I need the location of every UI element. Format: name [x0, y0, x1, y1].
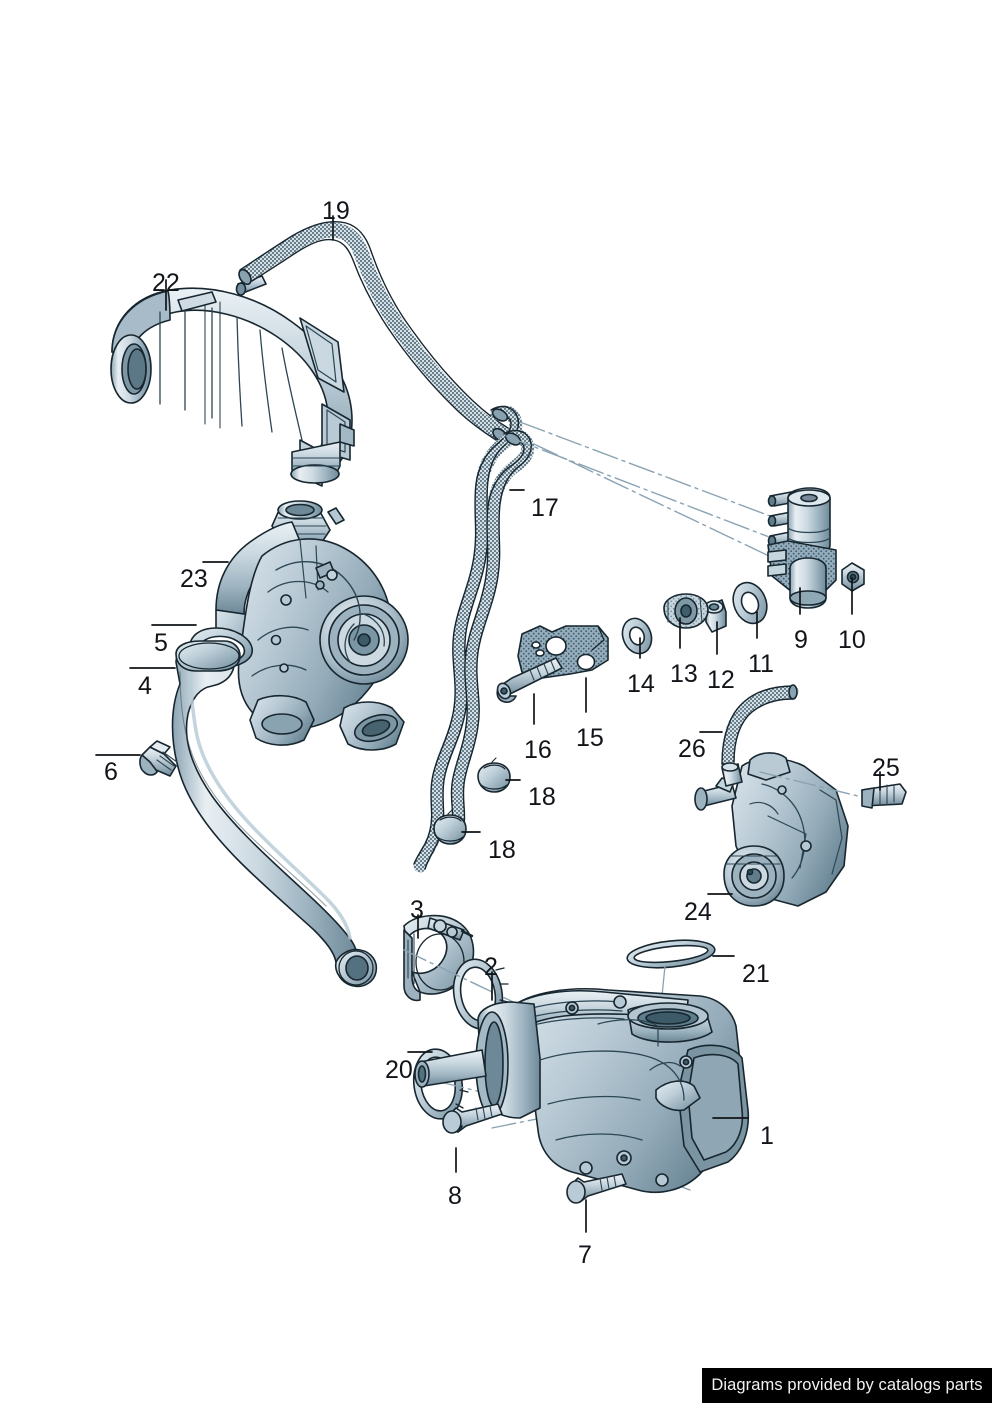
- leader-lines: [95, 215, 881, 1233]
- assembly-line-bolt-25: [759, 771, 867, 799]
- part-flange-bolt-left: [442, 1103, 503, 1134]
- part-vacuum-hose-elbow: [721, 684, 799, 769]
- part-nut: [841, 562, 865, 592]
- callout-5: 5: [154, 629, 168, 657]
- part-hose-clamp-upper: [477, 757, 511, 793]
- callout-17: 17: [531, 494, 559, 522]
- callout-14: 14: [627, 670, 655, 698]
- watermark-banner: Diagrams provided by catalogs parts: [702, 1368, 992, 1403]
- part-socket-head-bolt-bracket: [496, 657, 563, 703]
- callout-11: 11: [748, 650, 774, 678]
- callout-9: 9: [794, 626, 808, 654]
- callout-15: 15: [576, 724, 604, 752]
- part-hex-bolt-vacuum-pump: [861, 783, 907, 809]
- callout-2: 2: [484, 953, 498, 981]
- part-hex-bolt-oil-pipe: [139, 740, 178, 777]
- callout-19: 19: [322, 197, 350, 225]
- callout-21: 21: [742, 960, 770, 988]
- part-washer: [621, 617, 653, 655]
- part-o-ring-seal: [732, 581, 768, 625]
- part-air-intake-hose: [110, 275, 355, 487]
- callout-24: 24: [684, 898, 712, 926]
- callout-25: 25: [872, 754, 900, 782]
- callout-22: 22: [152, 269, 180, 297]
- part-spacer-sleeve: [704, 599, 727, 633]
- part-rubber-grommet: [663, 593, 709, 629]
- part-turbocharger: [213, 500, 409, 751]
- callout-16: 16: [524, 736, 552, 764]
- part-vacuum-pump: [694, 752, 849, 907]
- part-vacuum-hose-pair: [413, 405, 535, 873]
- assembly-lines: [505, 421, 791, 567]
- callout-7: 7: [578, 1241, 592, 1269]
- callout-12: 12: [707, 666, 735, 694]
- callout-6: 6: [104, 758, 118, 786]
- callout-26: 26: [678, 735, 706, 763]
- callout-13: 13: [670, 660, 698, 688]
- part-solenoid-valve: [767, 487, 837, 609]
- callout-23: 23: [180, 565, 208, 593]
- part-mounting-bracket: [517, 625, 609, 679]
- part-oil-return-pipe: [171, 640, 378, 988]
- watermark-text: Diagrams provided by catalogs parts: [711, 1376, 983, 1394]
- callout-20: 20: [385, 1056, 413, 1084]
- part-throttle-valve-housing: [414, 988, 750, 1194]
- callout-1: 1: [760, 1122, 774, 1150]
- part-o-ring-throttle: [626, 939, 716, 969]
- callout-18-lower: 18: [488, 836, 516, 864]
- callout-8: 8: [448, 1182, 462, 1210]
- part-flange-bolt-bottom: [566, 1173, 627, 1204]
- callout-4: 4: [138, 672, 152, 700]
- callout-18-upper: 18: [528, 783, 556, 811]
- callout-10: 10: [838, 626, 866, 654]
- callout-3: 3: [410, 896, 424, 924]
- part-hose-clamp-lower: [433, 809, 467, 845]
